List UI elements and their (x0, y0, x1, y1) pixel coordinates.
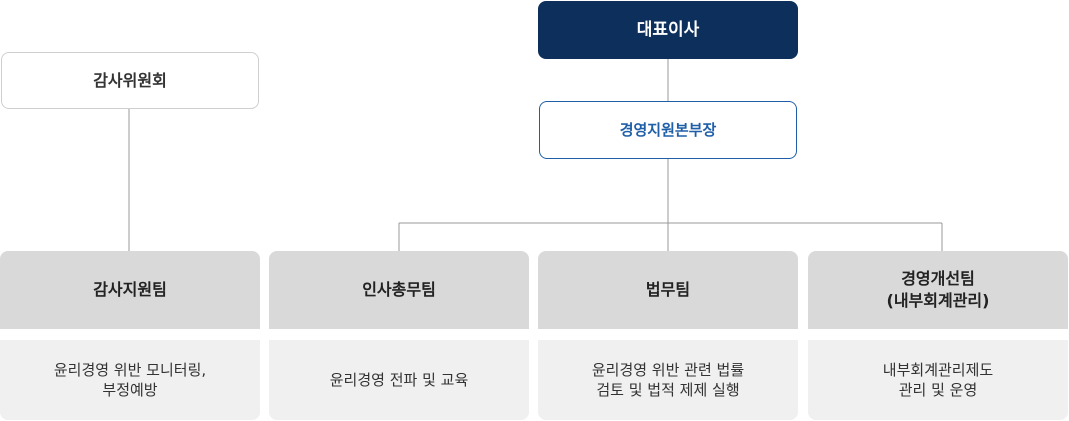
team-legal: 법무팀 (538, 251, 798, 329)
desc-legal: 윤리경영 위반 관련 법률 검토 및 법적 제제 실행 (538, 340, 798, 420)
team-management-improvement: 경영개선팀 (내부회계관리) (808, 251, 1068, 329)
ceo-box: 대표이사 (538, 1, 798, 59)
desc-audit-support: 윤리경영 위반 모니터링, 부정예방 (0, 340, 260, 420)
team-hr-general-affairs: 인사총무팀 (269, 251, 529, 329)
desc-management-improvement: 내부회계관리제도 관리 및 운영 (808, 340, 1068, 420)
management-support-hq-box: 경영지원본부장 (539, 101, 797, 159)
team-audit-support: 감사지원팀 (0, 251, 260, 329)
audit-committee-box: 감사위원회 (1, 52, 259, 109)
desc-hr-general-affairs: 윤리경영 전파 및 교육 (269, 340, 529, 420)
